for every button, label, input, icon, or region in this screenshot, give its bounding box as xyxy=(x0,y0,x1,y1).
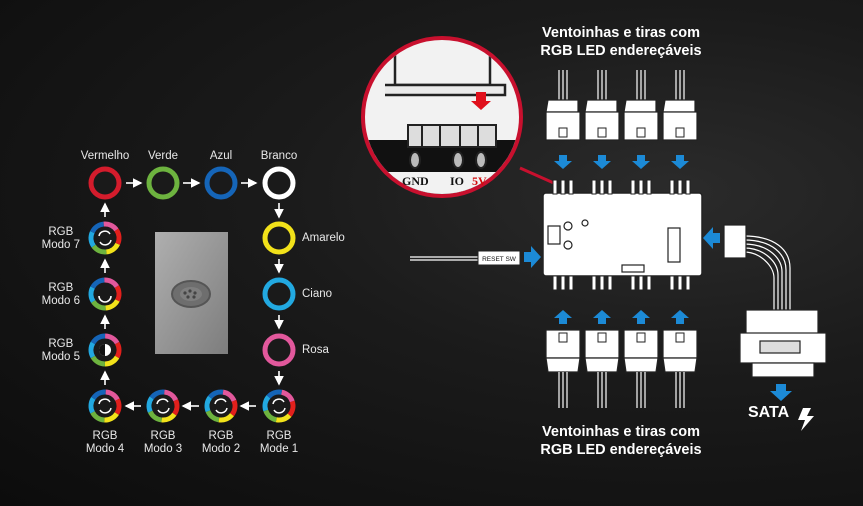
connection-arrows xyxy=(524,155,720,324)
ring-verde xyxy=(146,166,180,200)
reset-switch-label: RESET SW xyxy=(482,256,517,263)
arrow-right xyxy=(524,246,541,268)
arrow-up xyxy=(554,310,572,324)
arrow-down xyxy=(593,155,611,169)
ring-modo3 xyxy=(146,389,180,423)
ring-modo1 xyxy=(262,389,296,423)
ring-modo7 xyxy=(88,221,122,255)
top-fan-connector xyxy=(662,70,698,141)
label-branco: Branco xyxy=(260,150,298,162)
ring-ciano xyxy=(262,277,296,311)
zoom-callout xyxy=(361,36,557,198)
arrow-down xyxy=(554,155,572,169)
ring-modo5 xyxy=(88,333,122,367)
ring-rosa xyxy=(262,333,296,367)
arrow-down xyxy=(632,155,650,169)
zoom-pin-5v: 5V xyxy=(472,174,487,188)
label-amarelo: Amarelo xyxy=(302,232,345,244)
label-verde: Verde xyxy=(147,150,179,162)
bottom-fan-connector xyxy=(584,329,620,408)
bottom-fan-connector xyxy=(662,329,698,408)
arrow-up xyxy=(593,310,611,324)
arrow-up xyxy=(632,310,650,324)
zoom-pin-gnd: GND xyxy=(402,174,429,188)
arrow-left xyxy=(703,227,720,249)
mode-flow-arrows xyxy=(100,178,284,411)
ring-modo6 xyxy=(88,277,122,311)
label-rosa: Rosa xyxy=(302,344,329,356)
ring-modo2 xyxy=(204,389,238,423)
arrow-down xyxy=(671,155,689,169)
top-fan-connector xyxy=(584,70,620,141)
label-vermelho: Vermelho xyxy=(80,150,130,162)
controller-hub: RESET SW xyxy=(410,70,827,408)
arrow-up xyxy=(671,310,689,324)
ring-vermelho xyxy=(88,166,122,200)
ring-modo4 xyxy=(88,389,122,423)
ring-branco xyxy=(262,166,296,200)
reset-button-photo xyxy=(155,232,228,354)
mode-rings xyxy=(88,166,296,423)
bottom-fan-connector xyxy=(623,329,659,408)
label-azul: Azul xyxy=(209,150,233,162)
sata-power-icon xyxy=(770,384,814,431)
zoom-pin-io: IO xyxy=(450,174,465,188)
ring-amarelo xyxy=(262,221,296,255)
bottom-fan-connector xyxy=(545,329,581,408)
sata-label: SATA xyxy=(748,404,790,421)
top-fan-connector xyxy=(623,70,659,141)
label-ciano: Ciano xyxy=(302,288,333,300)
ring-azul xyxy=(204,166,238,200)
top-fan-connector xyxy=(545,70,581,141)
